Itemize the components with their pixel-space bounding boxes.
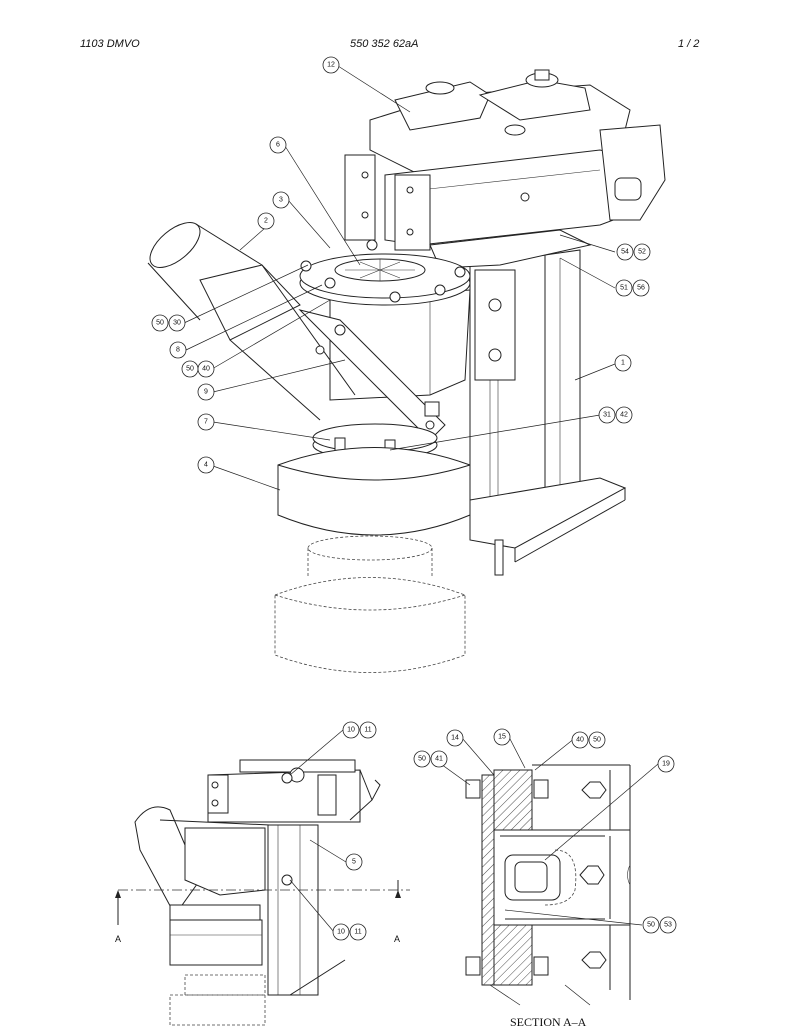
balloon-51: 51 xyxy=(615,279,633,297)
balloon-9: 9 xyxy=(197,383,215,401)
svg-text:51: 51 xyxy=(620,285,628,292)
svg-text:8: 8 xyxy=(176,347,180,354)
svg-text:42: 42 xyxy=(620,412,628,419)
balloon-11-bottom: 11 xyxy=(349,923,367,941)
svg-text:52: 52 xyxy=(638,249,646,256)
svg-text:6: 6 xyxy=(276,142,280,149)
svg-text:9: 9 xyxy=(204,389,208,396)
svg-text:31: 31 xyxy=(603,412,611,419)
balloon-56: 56 xyxy=(632,279,650,297)
balloon-11-top: 11 xyxy=(359,721,377,739)
section-a-a-view xyxy=(465,764,631,1000)
section-mark-left: A xyxy=(115,934,121,944)
balloon-54: 54 xyxy=(616,243,634,261)
balloon-8: 8 xyxy=(169,341,187,359)
balloon-7: 7 xyxy=(197,413,215,431)
inlet-pipe xyxy=(147,222,356,421)
svg-text:41: 41 xyxy=(435,756,443,763)
side-elevation-view xyxy=(115,759,410,1026)
balloon-14: 14 xyxy=(446,729,464,747)
chute-arm xyxy=(298,309,446,441)
svg-text:1: 1 xyxy=(621,360,625,367)
balloon-4: 4 xyxy=(197,456,215,474)
balloon-50-section-a: 50 xyxy=(588,731,606,749)
svg-text:54: 54 xyxy=(621,249,629,256)
balloon-50-section-c: 50 xyxy=(642,916,660,934)
svg-text:12: 12 xyxy=(327,62,335,69)
svg-text:15: 15 xyxy=(498,734,506,741)
bucket xyxy=(277,447,471,536)
section-mark-right: A xyxy=(394,934,400,944)
part-number: 550 352 62aA xyxy=(350,38,419,50)
top-plate-assembly xyxy=(344,69,666,381)
svg-text:5: 5 xyxy=(352,859,356,866)
balloon-41: 41 xyxy=(430,750,448,768)
balloon-12: 12 xyxy=(322,56,340,74)
svg-text:50: 50 xyxy=(186,366,194,373)
leader-lines xyxy=(183,65,659,1006)
balloon-40-section: 40 xyxy=(571,731,589,749)
svg-text:40: 40 xyxy=(576,737,584,744)
section-title: SECTION A–A xyxy=(510,1015,587,1029)
svg-text:10: 10 xyxy=(337,929,345,936)
balloon-3: 3 xyxy=(272,191,290,209)
document-number: 1103 DMVO xyxy=(80,38,140,50)
page-number: 1 / 2 xyxy=(678,38,700,50)
svg-text:19: 19 xyxy=(662,761,670,768)
svg-text:53: 53 xyxy=(664,922,672,929)
svg-text:30: 30 xyxy=(173,320,181,327)
flange-ring xyxy=(299,239,471,306)
svg-text:4: 4 xyxy=(204,462,208,469)
balloon-52: 52 xyxy=(633,243,651,261)
balloon-50-a: 50 xyxy=(151,314,169,332)
balloon-53: 53 xyxy=(659,916,677,934)
balloon-15: 15 xyxy=(493,728,511,746)
balloon-6: 6 xyxy=(269,136,287,154)
svg-text:56: 56 xyxy=(637,285,645,292)
svg-text:50: 50 xyxy=(156,320,164,327)
balloon-30: 30 xyxy=(168,314,186,332)
balloon-19: 19 xyxy=(657,755,675,773)
svg-text:50: 50 xyxy=(593,737,601,744)
svg-text:50: 50 xyxy=(418,756,426,763)
balloon-31: 31 xyxy=(598,406,616,424)
svg-text:3: 3 xyxy=(279,197,283,204)
svg-text:40: 40 xyxy=(202,366,210,373)
balloon-50-section-b: 50 xyxy=(413,750,431,768)
svg-text:7: 7 xyxy=(204,419,208,426)
balloon-10-bottom: 10 xyxy=(332,923,350,941)
balloon-10-top: 10 xyxy=(342,721,360,739)
main-assembly-view xyxy=(147,69,666,673)
balloon-1: 1 xyxy=(614,354,632,372)
svg-text:10: 10 xyxy=(347,727,355,734)
phantom-container xyxy=(274,535,466,673)
balloon-40: 40 xyxy=(197,360,215,378)
svg-text:50: 50 xyxy=(647,922,655,929)
svg-text:14: 14 xyxy=(451,735,459,742)
balloon-5: 5 xyxy=(345,853,363,871)
balloon-42: 42 xyxy=(615,406,633,424)
balloon-50-b: 50 xyxy=(181,360,199,378)
balloon-2: 2 xyxy=(257,212,275,230)
svg-text:2: 2 xyxy=(264,218,268,225)
svg-text:11: 11 xyxy=(354,929,361,936)
svg-text:11: 11 xyxy=(364,727,371,734)
